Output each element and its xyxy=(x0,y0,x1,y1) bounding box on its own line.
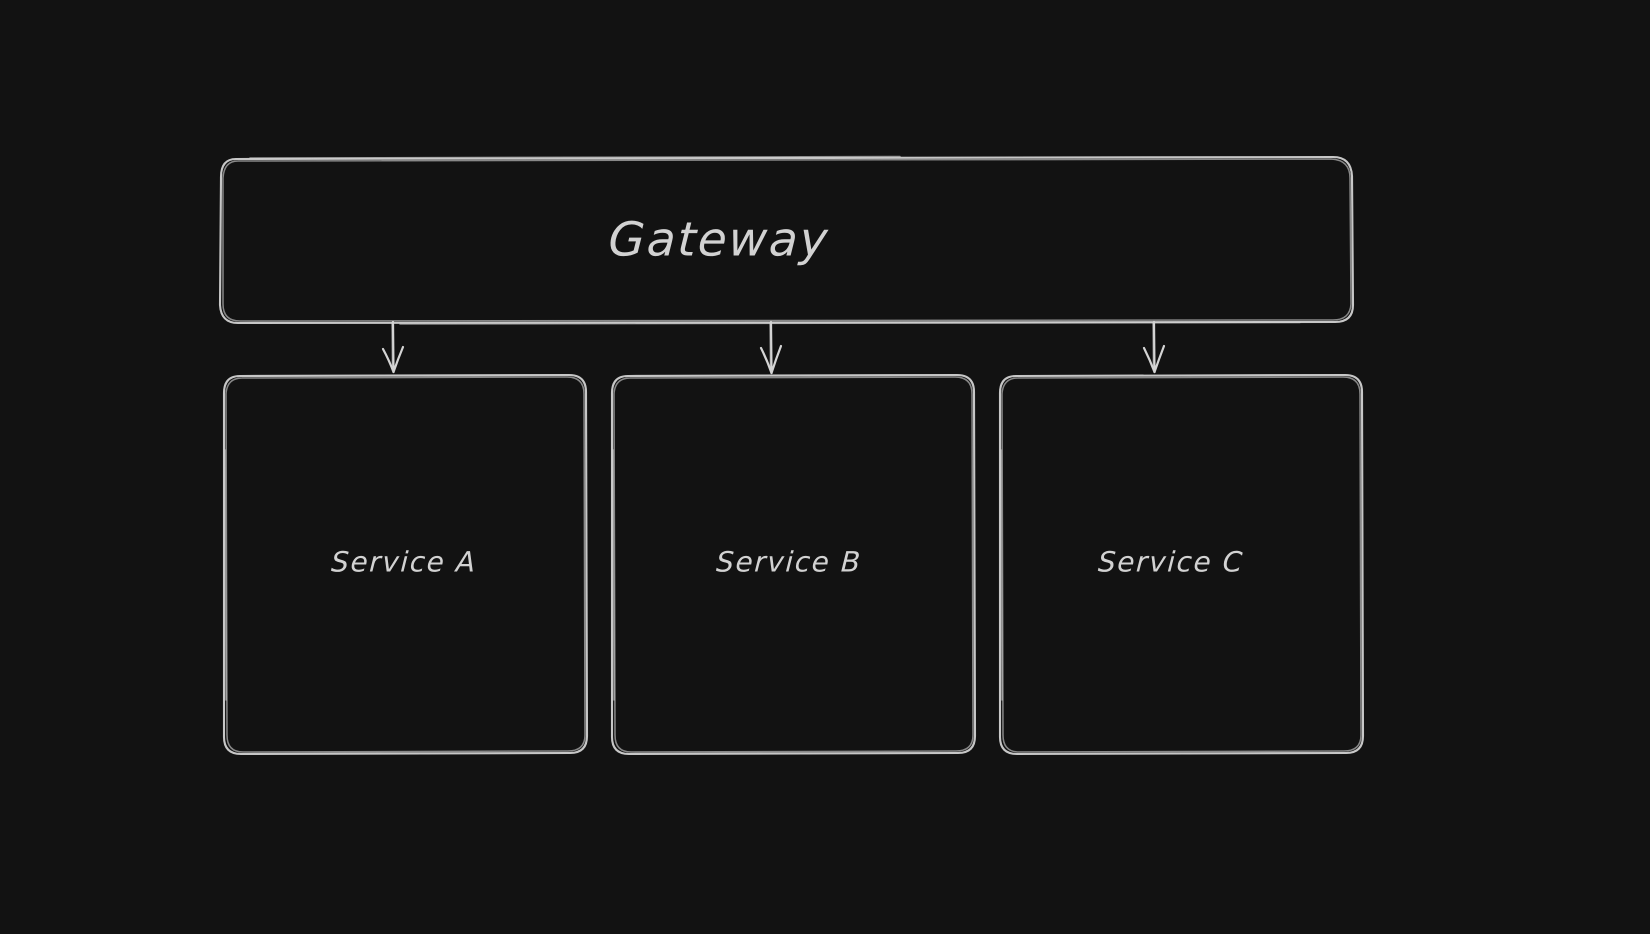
gateway-node[interactable] xyxy=(220,158,1352,322)
edge-gateway-to-service-b[interactable] xyxy=(757,322,785,374)
service-a-node[interactable] xyxy=(224,376,586,754)
service-c-node[interactable] xyxy=(1000,376,1362,754)
service-b-node[interactable] xyxy=(612,376,974,754)
edge-gateway-to-service-a[interactable] xyxy=(379,322,407,374)
edge-gateway-to-service-c[interactable] xyxy=(1140,322,1168,374)
